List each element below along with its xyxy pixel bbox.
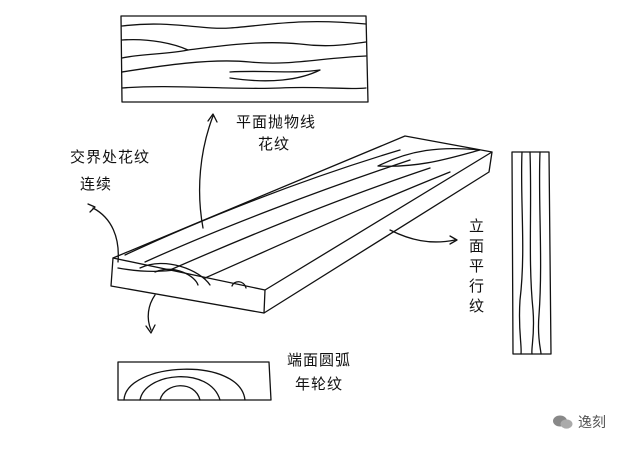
flat-sawn-label-line1: 平面抛物线 (236, 112, 316, 132)
end-grain-label-line2: 年轮纹 (295, 374, 343, 394)
flat-sawn-board (121, 16, 368, 102)
side-face-label: 立面平行纹 (468, 216, 486, 316)
junction-label-line1: 交界处花纹 (70, 147, 150, 167)
wechat-icon (552, 414, 574, 430)
watermark-text: 逸刻 (578, 412, 606, 432)
end-grain-label-line1: 端面圆弧 (287, 350, 351, 370)
junction-label-line2: 连续 (80, 174, 112, 194)
end-grain-section (118, 362, 271, 400)
flat-sawn-label-line2: 花纹 (258, 134, 290, 154)
quarter-sawn-plank (512, 152, 551, 354)
watermark: 逸刻 (552, 412, 606, 432)
perspective-board (111, 136, 492, 313)
